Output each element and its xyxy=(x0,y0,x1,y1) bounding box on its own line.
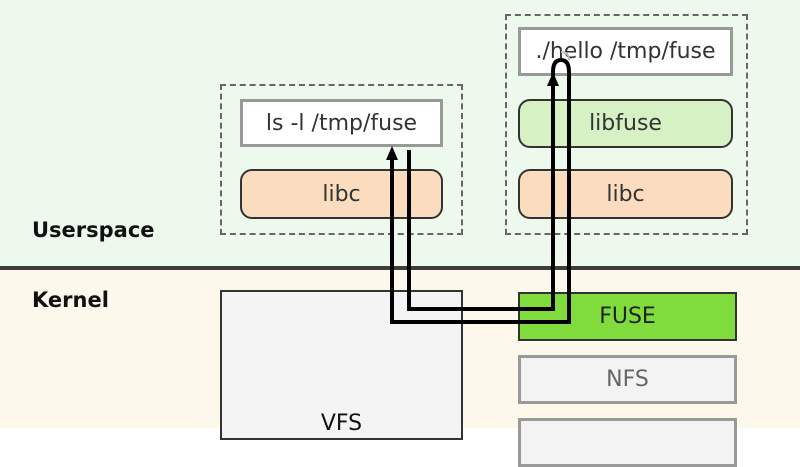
reply-arrowhead-hello xyxy=(547,72,559,86)
request-path-arrow xyxy=(390,57,571,324)
call-path-arrows xyxy=(386,51,571,324)
ls-process-group xyxy=(220,84,463,235)
hello-process-group xyxy=(505,14,748,235)
ls-command-box: ls -l /tmp/fuse xyxy=(240,99,443,147)
userspace-kernel-divider xyxy=(0,266,800,270)
userspace-label: Userspace xyxy=(32,218,155,242)
vfs-box: VFS xyxy=(220,290,463,440)
kernel-label: Kernel xyxy=(32,288,109,312)
request-arrowhead-left xyxy=(386,146,398,160)
reply-path-arrow xyxy=(407,84,555,311)
nfs-box: NFS xyxy=(518,355,737,404)
